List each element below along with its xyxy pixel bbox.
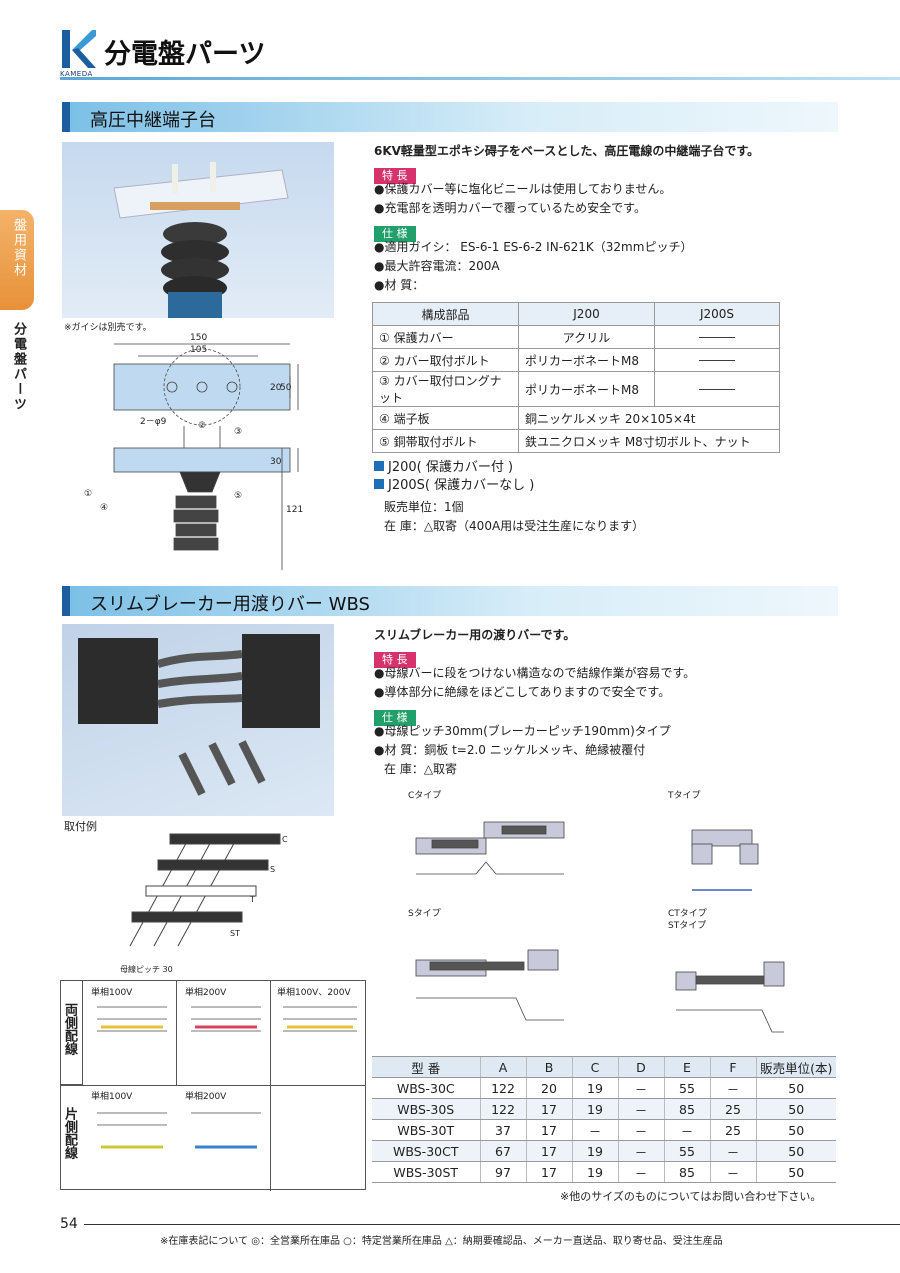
dim-105: 105: [190, 345, 207, 355]
pitch-label: 母線ピッチ 30: [120, 964, 173, 974]
dim-150: 150: [190, 333, 207, 343]
sales-unit: 販売単位：1個: [384, 500, 464, 514]
page-title: 分電盤パーツ: [104, 39, 266, 70]
type-st: STタイプ: [668, 920, 706, 931]
size-note: ※他のサイズのものについてはお問い合わせ下さい。: [560, 1190, 822, 1203]
dim-50: 50: [280, 383, 292, 393]
table-row: ⑤ 銅帯取付ボルト鉄ユニクロメッキ M8寸切ボルト、ナット: [372, 429, 780, 453]
wiring-diagram: 両側配線 片側配線 単相100V 単相200V 単相100V、200V 単相10…: [60, 980, 366, 1191]
both-col-1: 単相100V: [91, 988, 133, 998]
feature-2: ●導体部分に絶縁をほどこしてありますので安全です。: [374, 685, 671, 699]
both-side-label: 両側配線: [62, 1003, 77, 1055]
svg-text:④: ④: [100, 503, 108, 513]
th-j200s: J200S: [654, 302, 780, 326]
terminal-dimension-drawing: 150 105 20 50 2－φ9 30 121 ② ③ ①④ ⑤: [84, 333, 303, 570]
svg-text:⑤: ⑤: [234, 491, 242, 501]
th-model: 型 番: [372, 1056, 480, 1078]
svg-text:②: ②: [198, 421, 206, 431]
th-j200: J200: [518, 302, 655, 326]
stock-status: 在 庫：△取寄（400A用は受注生産になります）: [384, 519, 645, 533]
dim-30: 30: [270, 457, 282, 467]
spec-1: ●適用ガイシ： ES-6-1 ES-6-2 IN-621K（32mmピッチ）: [374, 240, 693, 254]
wbs-photo: [62, 624, 334, 816]
logo-text: KAMEDA: [60, 70, 93, 78]
feature-1: ●母線バーに段をつけない構造なので結線作業が容易です。: [374, 666, 696, 680]
spec-2: ●材 質：銅板 t=2.0 ニッケルメッキ、絶縁被覆付: [374, 743, 646, 757]
table-row: ④ 端子板銅ニッケルメッキ 20×105×4t: [372, 406, 780, 430]
spec-2: ●最大許容電流：200A: [374, 259, 500, 273]
dim-hole: 2－φ9: [140, 417, 167, 427]
spec-tag: 仕 様: [374, 710, 416, 726]
section2-intro: スリムブレーカー用の渡りバーです。: [374, 628, 576, 642]
single-side-label: 片側配線: [62, 1107, 77, 1159]
dim-121: 121: [286, 505, 303, 515]
table-row: ① 保護カバーアクリル―――: [372, 325, 780, 349]
section-title: 高圧中継端子台: [90, 110, 216, 131]
section-marker: [62, 586, 70, 616]
photo-caption: 取付例: [64, 820, 97, 833]
th-part: 構成部品: [372, 302, 519, 326]
svg-text:T: T: [249, 895, 255, 904]
section-marker: [62, 102, 70, 132]
section-header-wbs: スリムブレーカー用渡りバー WBS: [62, 586, 838, 616]
type-s: Sタイプ: [408, 908, 441, 919]
page-number: 54: [60, 1216, 78, 1232]
terminal-photo: [62, 142, 334, 318]
table-row: ② カバー取付ボルトポリカーボネートM8―――: [372, 348, 780, 372]
section-title: スリムブレーカー用渡りバー WBS: [90, 594, 370, 615]
single-col-2: 単相200V: [185, 1092, 227, 1102]
spec-1: ●母線ピッチ30mm(ブレーカーピッチ190mm)タイプ: [374, 724, 671, 738]
svg-text:S: S: [270, 865, 275, 874]
footer-rule: [84, 1224, 900, 1225]
type-drawings: Cタイプ Tタイプ Sタイプ CTタイプ STタイプ: [408, 790, 785, 1033]
table-row: ③ カバー取付ロングナットポリカーボネートM8―――: [372, 371, 780, 407]
feature-tag: 特 長: [374, 168, 416, 184]
svg-text:①: ①: [84, 489, 92, 499]
section-header-terminal: 高圧中継端子台: [62, 102, 838, 132]
side-sub-label: 分電盤パーツ: [11, 322, 26, 412]
kameda-logo: [62, 30, 96, 68]
spec-3: 在 庫：△取寄: [384, 762, 458, 776]
model-j200s: J200S( 保護カバーなし ): [374, 476, 534, 495]
type-ct: CTタイプ: [668, 908, 707, 919]
svg-text:③: ③: [234, 427, 242, 437]
title-rule: [60, 77, 900, 80]
spec-3: ●材 質：: [374, 278, 425, 292]
parts-table: 構成部品 J200 J200S ① 保護カバーアクリル――― ② カバー取付ボル…: [372, 302, 780, 453]
model-j200: J200( 保護カバー付 ): [374, 458, 513, 477]
both-col-2: 単相200V: [185, 988, 227, 998]
feature-tag: 特 長: [374, 652, 416, 668]
svg-text:ST: ST: [230, 929, 240, 938]
section1-intro: 6KV軽量型エポキシ碍子をベースとした、高圧電線の中継端子台です。: [374, 144, 760, 158]
single-col-1: 単相100V: [91, 1092, 133, 1102]
footer-note: ※在庫表記について ◎：全営業所在庫品 ○：特定営業所在庫品 △：納期要確認品、…: [160, 1236, 723, 1247]
type-c: Cタイプ: [408, 790, 441, 801]
type-t: Tタイプ: [667, 790, 701, 801]
spec-tag: 仕 様: [374, 226, 416, 242]
feature-1: ●保護カバー等に塩化ビニールは使用しておりません。: [374, 182, 672, 196]
both-col-3: 単相100V、200V: [277, 988, 351, 998]
feature-2: ●充電部を透明カバーで覆っているため安全です。: [374, 201, 646, 215]
dim-20: 20: [270, 383, 282, 393]
side-tab[interactable]: [0, 210, 34, 310]
side-tab-label: 盤用資材: [11, 218, 26, 278]
svg-text:C: C: [282, 835, 288, 844]
photo-caption: ※ガイシは別売です。: [64, 323, 152, 333]
